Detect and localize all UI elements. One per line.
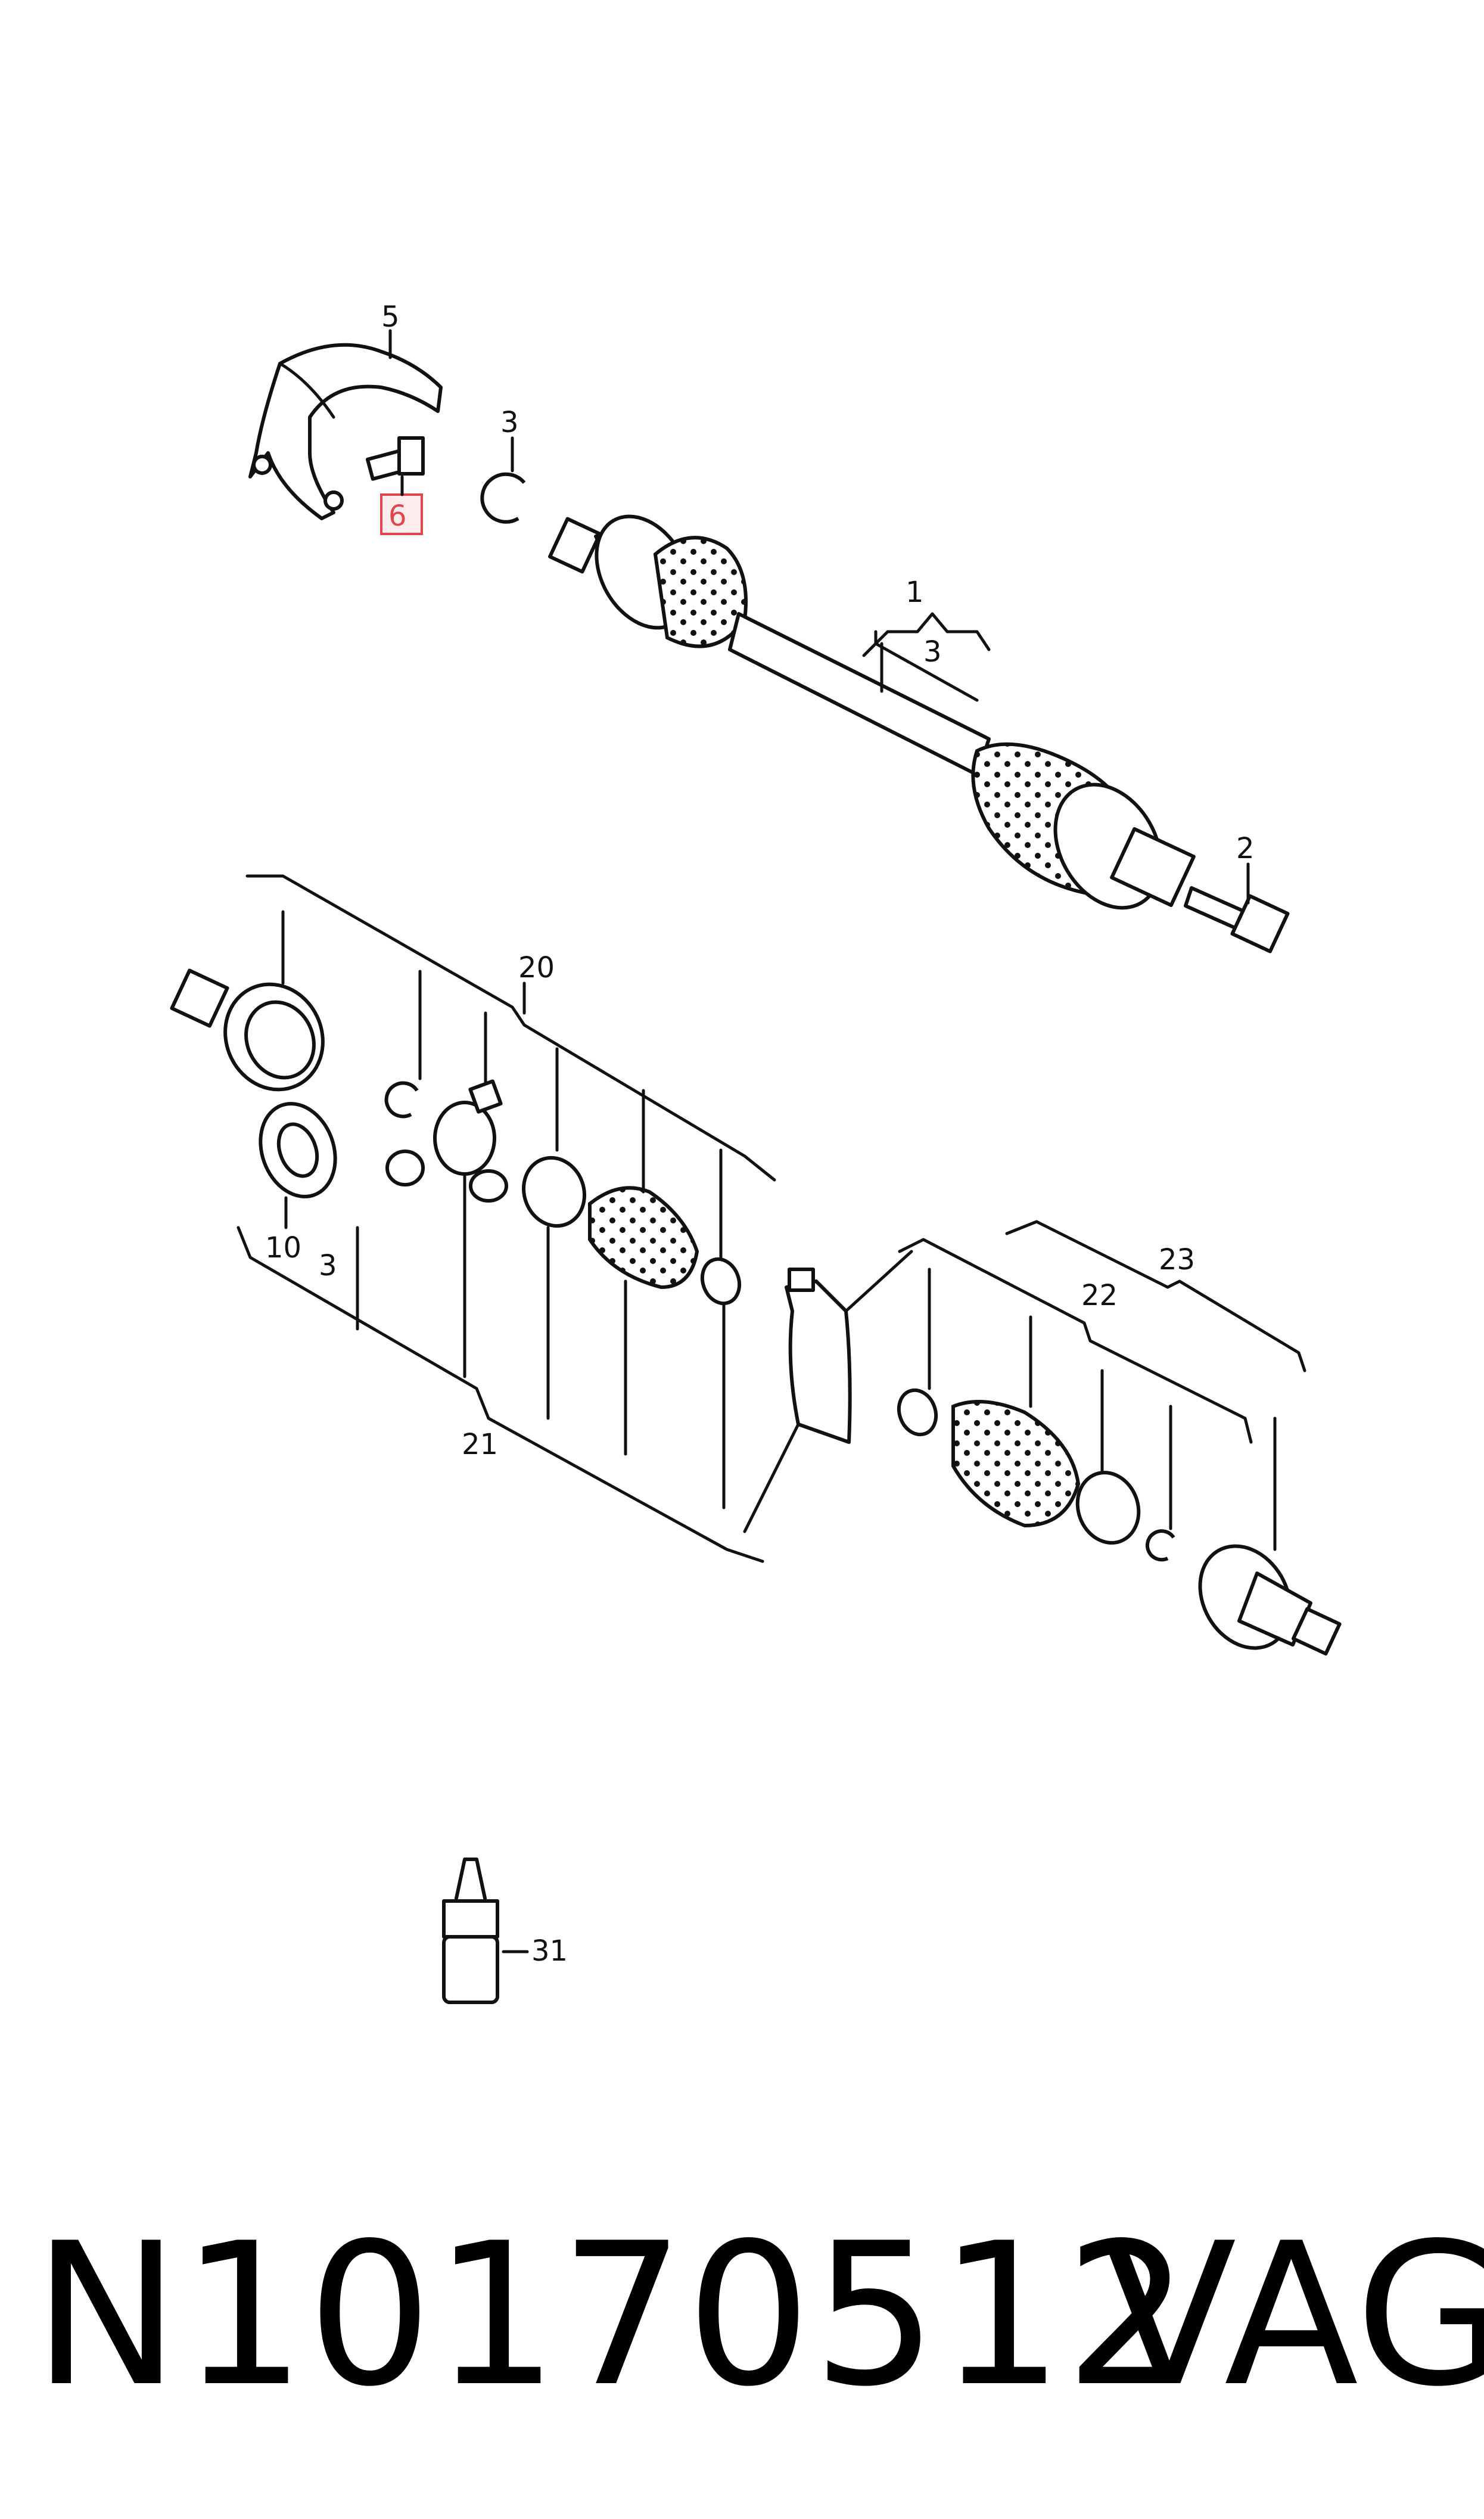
bolt-6 <box>365 436 425 481</box>
outer-clamp-large <box>1075 1471 1141 1545</box>
brand-name: VAG <box>1102 2201 1484 2430</box>
callout-1: 1 <box>906 576 924 609</box>
callout-10: 10 <box>265 1231 301 1265</box>
outer-joint <box>1198 1544 1342 1656</box>
callout-2: 2 <box>1236 832 1255 865</box>
circlip-outer <box>1145 1529 1175 1562</box>
circlip-top <box>480 472 526 524</box>
callout-5: 5 <box>381 300 400 334</box>
inner-joint-housing <box>170 968 325 1092</box>
inner-boot <box>588 1186 699 1290</box>
flange-10 <box>259 1102 337 1198</box>
drive-shaft-assembly <box>548 514 1196 910</box>
callout-20: 20 <box>518 951 555 984</box>
sealant-bottle <box>442 1858 499 2004</box>
callout-3-group: 3 <box>319 1249 337 1282</box>
hose-clamp-large <box>521 1156 587 1228</box>
callout-22: 22 <box>1081 1279 1118 1312</box>
outer-clamp-small <box>897 1388 938 1437</box>
hose-clamp-small <box>700 1257 742 1306</box>
heat-shield-bracket <box>248 343 443 520</box>
callout-3-shaft: 3 <box>923 635 942 669</box>
callout-23: 23 <box>1159 1243 1195 1276</box>
tripod-joint <box>433 1079 508 1203</box>
callout-21: 21 <box>462 1428 498 1461</box>
callout-6: 6 <box>388 499 407 533</box>
highlight-box-6 <box>380 493 423 535</box>
spacer-ring <box>385 1150 425 1186</box>
callout-31: 31 <box>531 1934 568 1968</box>
grease-tube <box>785 1268 852 1444</box>
part-number: N10170512 <box>33 2201 1191 2430</box>
outer-boot <box>951 1400 1081 1528</box>
hub-bolt <box>1184 886 1290 953</box>
circlip-inner <box>384 1081 419 1119</box>
exploded-parts-diagram: 5 6 3 1 3 2 20 <box>170 300 1342 2004</box>
callout-3-top: 3 <box>500 406 519 439</box>
